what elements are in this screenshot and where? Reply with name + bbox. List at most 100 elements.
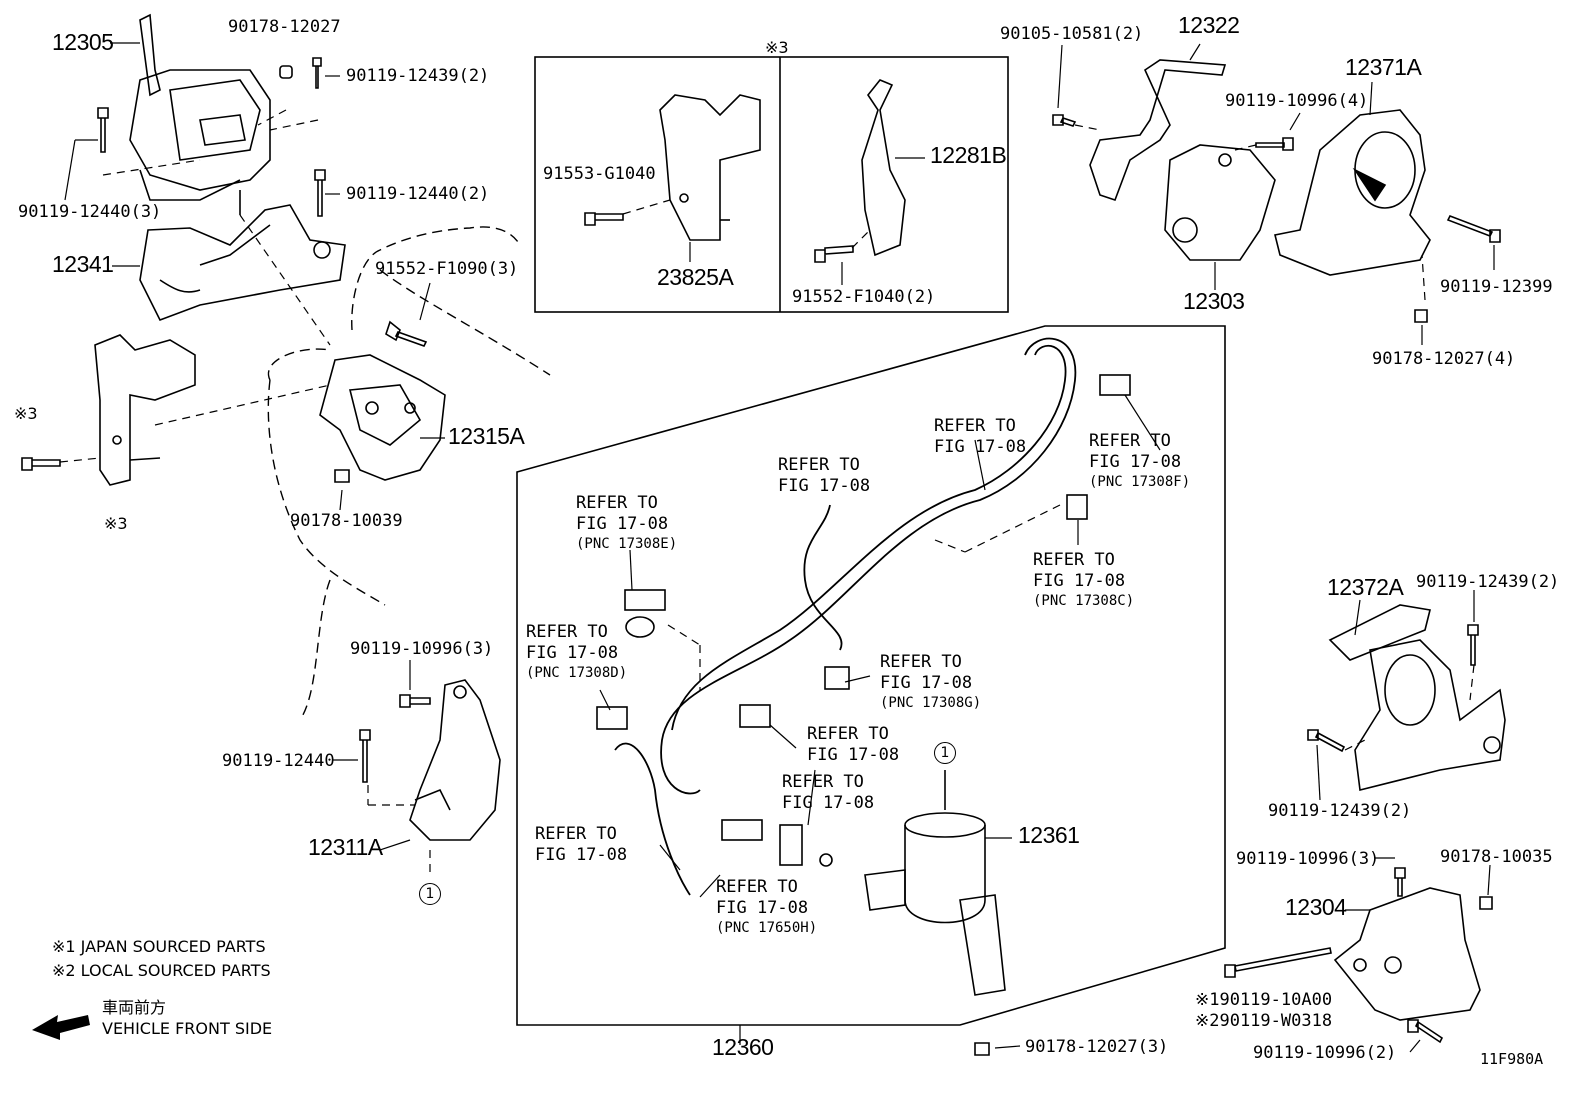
refer-line2: FIG 17-08 <box>1033 571 1126 591</box>
refer-callout-h: REFER TO FIG 17-08 (PNC 17650H) <box>716 877 817 937</box>
group-outline-12360 <box>516 325 1226 1026</box>
refer-line2: FIG 17-08 <box>880 673 973 693</box>
refer-line2: FIG 17-08 <box>778 476 871 496</box>
hose-clips <box>596 374 1131 867</box>
refer-line1: REFER TO <box>716 877 798 897</box>
refer-line2: FIG 17-08 <box>526 643 619 663</box>
label-90119-10996-4: 90119-10996(4) <box>1225 91 1369 111</box>
mount-12304-drawing <box>1333 887 1481 1021</box>
bracket-12311A-drawing <box>409 679 501 841</box>
label-12305: 12305 <box>52 29 114 55</box>
bracket-12281B-drawing <box>861 79 906 257</box>
label-91553-g1040: 91553-G1040 <box>543 164 656 184</box>
refer-line1: REFER TO <box>807 724 889 744</box>
marker-3-bracket: ※3 <box>104 514 128 533</box>
label-90178-10039: 90178-10039 <box>290 511 403 531</box>
label-12281B: 12281B <box>930 142 1007 168</box>
refer-callout-bracket: REFER TO FIG 17-08 <box>782 772 874 814</box>
refer-callout-c: REFER TO FIG 17-08 (PNC 17308C) <box>1033 550 1134 610</box>
refer-line2: FIG 17-08 <box>1089 452 1182 472</box>
label-12304: 12304 <box>1285 894 1347 920</box>
label-90119-12440-3: 90119-12440(3) <box>18 202 162 222</box>
refer-callout-e: REFER TO FIG 17-08 (PNC 17308E) <box>576 493 677 553</box>
figure-code: 11F980A <box>1480 1050 1544 1068</box>
refer-line1: REFER TO <box>535 824 617 844</box>
label-12315A: 12315A <box>448 423 525 449</box>
assembly-dash-lines <box>59 109 1475 875</box>
label-90119-12439-2c: 90119-12439(2) <box>1268 801 1412 821</box>
label-90119-10996-2: 90119-10996(2) <box>1253 1043 1397 1063</box>
label-90119-12440-2: 90119-12440(2) <box>346 184 490 204</box>
pnc-17308c: (PNC 17308C) <box>1033 593 1135 609</box>
refer-line2: FIG 17-08 <box>716 898 809 918</box>
label-90119-12439-2b: 90119-12439(2) <box>1416 572 1560 592</box>
label-91552-f1040-2: 91552-F1040(2) <box>792 287 936 307</box>
mount-12361-drawing <box>864 770 1006 996</box>
marker-3-inset: ※3 <box>765 38 789 57</box>
note-japan-sourced: ※1 JAPAN SOURCED PARTS <box>52 937 266 956</box>
refer-line2: FIG 17-08 <box>576 514 669 534</box>
refer-line1: REFER TO <box>880 652 962 672</box>
vehicle-front-jp: 車両前方 <box>102 998 167 1017</box>
circle-ref-1b: 1 <box>934 742 956 764</box>
refer-line1: REFER TO <box>934 416 1016 436</box>
label-90119-10a00: ※190119-10A00 <box>1195 990 1333 1010</box>
label-90119-12399: 90119-12399 <box>1440 277 1553 297</box>
label-90178-10035: 90178-10035 <box>1440 847 1553 867</box>
label-23825A: 23825A <box>657 264 734 290</box>
refer-callout-hose-b: REFER TO FIG 17-08 <box>934 416 1026 458</box>
refer-line1: REFER TO <box>778 455 860 475</box>
label-90119-w0318: ※290119-W0318 <box>1195 1011 1333 1031</box>
label-12341: 12341 <box>52 251 114 277</box>
pnc-17308f: (PNC 17308F) <box>1089 474 1191 490</box>
refer-line2: FIG 17-08 <box>535 845 628 865</box>
refer-line1: REFER TO <box>576 493 658 513</box>
inset-box <box>534 56 1009 313</box>
engine-outline <box>267 226 551 721</box>
label-12311A: 12311A <box>308 834 383 860</box>
label-12303: 12303 <box>1183 288 1245 314</box>
bracket-23825A-drawing <box>659 94 761 241</box>
vacuum-hoses <box>614 337 1077 896</box>
refer-line2: FIG 17-08 <box>934 437 1027 457</box>
label-90119-10996-3a: 90119-10996(3) <box>350 639 494 659</box>
refer-line2: FIG 17-08 <box>807 745 900 765</box>
refer-line1: REFER TO <box>1033 550 1115 570</box>
label-90119-12440: 90119-12440 <box>222 751 335 771</box>
leader-lines <box>64 42 1495 1053</box>
refer-line1: REFER TO <box>526 622 608 642</box>
mount-12305-drawing <box>129 13 271 215</box>
label-12361: 12361 <box>1018 822 1080 848</box>
label-90178-12027-3: 90178-12027(3) <box>1025 1037 1169 1057</box>
refer-callout-clip: REFER TO FIG 17-08 <box>807 724 899 766</box>
label-90105-10581-2: 90105-10581(2) <box>1000 24 1144 44</box>
bracket-12341-drawing <box>139 204 346 322</box>
pnc-17308d: (PNC 17308D) <box>526 665 628 681</box>
label-12322: 12322 <box>1178 12 1240 38</box>
label-90178-12027: 90178-12027 <box>228 17 341 37</box>
pnc-17650h: (PNC 17650H) <box>716 920 818 936</box>
label-90178-12027-4: 90178-12027(4) <box>1372 349 1516 369</box>
pnc-17308g: (PNC 17308G) <box>880 695 982 711</box>
marker-3-left: ※3 <box>14 404 38 423</box>
mount-12371A-drawing <box>1274 109 1431 276</box>
refer-callout-f: REFER TO FIG 17-08 (PNC 17308F) <box>1089 431 1190 491</box>
refer-line2: FIG 17-08 <box>782 793 875 813</box>
bolts <box>21 57 1501 1056</box>
refer-line1: REFER TO <box>1089 431 1171 451</box>
label-12371A: 12371A <box>1345 54 1422 80</box>
label-12360: 12360 <box>712 1034 774 1060</box>
vehicle-front-en: VEHICLE FRONT SIDE <box>102 1019 273 1038</box>
bracket-left-drawing <box>94 334 196 486</box>
note-local-sourced: ※2 LOCAL SOURCED PARTS <box>52 961 271 980</box>
refer-callout-hose-c: REFER TO FIG 17-08 <box>535 824 627 866</box>
circle-ref-1a: 1 <box>419 883 441 905</box>
refer-callout-d: REFER TO FIG 17-08 (PNC 17308D) <box>526 622 627 682</box>
refer-callout-hose-a: REFER TO FIG 17-08 <box>778 455 870 497</box>
bracket-12315A-drawing <box>319 354 446 481</box>
label-91552-f1090-3: 91552-F1090(3) <box>375 259 519 279</box>
label-90119-10996-3b: 90119-10996(3) <box>1236 849 1380 869</box>
label-90119-12439-2a: 90119-12439(2) <box>346 66 490 86</box>
mount-12303-drawing <box>1089 59 1276 261</box>
